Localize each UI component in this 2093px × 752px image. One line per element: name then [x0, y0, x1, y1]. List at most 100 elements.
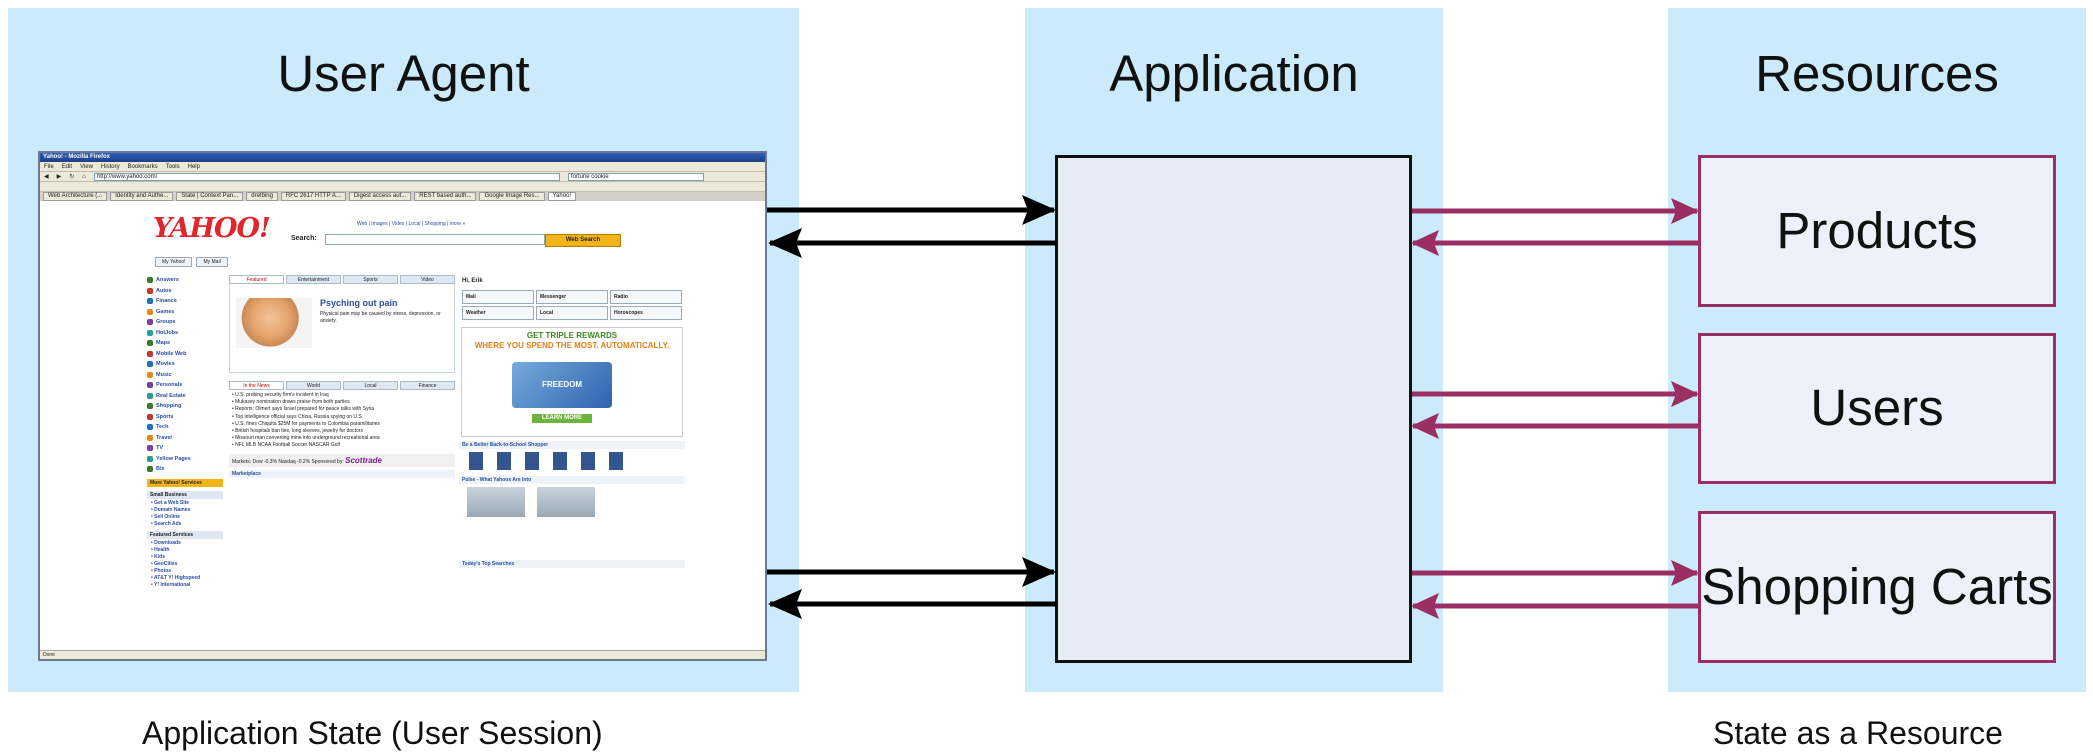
browser-tab[interactable]: State | Context Pan... [176, 192, 244, 201]
service-messenger[interactable]: Messenger [536, 290, 608, 304]
car-thumbnail[interactable] [537, 487, 595, 517]
forward-icon[interactable]: ▶ [56, 174, 62, 180]
browser-search-box[interactable]: fortune cookie [567, 172, 704, 181]
browser-tab-active[interactable]: Yahoo! [547, 192, 577, 201]
service-local[interactable]: Local [536, 306, 608, 320]
ad-learn-more-button[interactable]: LEARN MORE [532, 414, 592, 423]
featured-title[interactable]: Psyching out pain [320, 298, 398, 308]
browser-tab[interactable]: dretbing [246, 192, 278, 201]
featured-service-link[interactable]: • Downloads [151, 539, 181, 546]
small-business-link[interactable]: • Get a Web Site [151, 499, 190, 506]
reload-icon[interactable]: ↻ [69, 174, 75, 180]
small-business-link[interactable]: • Sell Online [151, 513, 180, 520]
browser-tab[interactable]: REST based auth... [414, 192, 477, 201]
users-resource: Users [1698, 333, 2056, 484]
left-nav-item[interactable]: Finance [145, 296, 225, 307]
yahoo-search-input[interactable] [325, 234, 545, 245]
news-item[interactable]: • Mukasey nomination draws praise from b… [232, 399, 350, 406]
menu-item[interactable]: History [100, 163, 120, 170]
tab-finance[interactable]: Finance [400, 381, 455, 390]
news-item[interactable]: • U.S. probing security firm's incident … [232, 392, 329, 398]
browser-tab[interactable]: Digest access aut... [348, 192, 412, 201]
browser-tab[interactable]: Web Architecture (... [43, 192, 108, 201]
left-nav-item[interactable]: Games [145, 307, 225, 318]
chase-ad[interactable]: GET TRIPLE REWARDS WHERE YOU SPEND THE M… [461, 327, 683, 437]
featured-service-link[interactable]: • Photos [151, 567, 172, 574]
left-nav-item[interactable]: Groups [145, 317, 225, 328]
product-thumbnail[interactable] [469, 452, 483, 470]
left-nav-item[interactable]: Real Estate [145, 391, 225, 402]
news-item[interactable]: • U.S. fines Chiquita $25M for payments … [232, 420, 380, 427]
browser-tab[interactable]: Identity and Authe... [110, 192, 174, 201]
my-mail-button[interactable]: My Mail [196, 257, 228, 267]
tab-featured[interactable]: Featured [229, 275, 284, 284]
featured-service-link[interactable]: • AT&T Y! Highspeed [151, 574, 201, 581]
address-bar[interactable]: http://www.yahoo.com/ [93, 172, 560, 181]
left-nav-item[interactable]: Travel [145, 433, 225, 444]
service-horoscopes[interactable]: Horoscopes [610, 306, 682, 320]
left-nav-item[interactable]: Personals [145, 380, 225, 391]
browser-tab[interactable]: RFC 2617 HTTP A... [280, 192, 346, 201]
pulse-heading[interactable]: Pulse - What Yahoos Are Into [459, 476, 685, 484]
featured-image[interactable] [236, 298, 312, 348]
left-nav-item[interactable]: Music [145, 370, 225, 381]
left-nav-item[interactable]: Sports [145, 412, 225, 423]
product-thumbnail[interactable] [609, 452, 623, 470]
featured-service-link[interactable]: • GeoCities [151, 560, 178, 567]
tab-sports[interactable]: Sports [343, 275, 398, 284]
menu-item[interactable]: View [80, 163, 93, 170]
product-thumbnail[interactable] [553, 452, 567, 470]
left-nav-item[interactable]: Mobile Web [145, 349, 225, 360]
left-nav-item[interactable]: Tech [145, 422, 225, 433]
featured-service-link[interactable]: • Health [151, 546, 170, 553]
yahoo-search-label: Search: [291, 235, 317, 242]
yahoo-search-tabs[interactable]: Web | Images | Video | Local | Shopping … [357, 221, 466, 227]
yahoo-search-button[interactable]: Web Search [545, 234, 621, 247]
news-item[interactable]: • Reports: Olmert says Israel prepared f… [232, 406, 375, 413]
browser-tab[interactable]: Google Image Res... [479, 192, 545, 201]
product-thumbnail[interactable] [525, 452, 539, 470]
car-thumbnail[interactable] [467, 487, 525, 517]
top-searches-heading[interactable]: Today's Top Searches [459, 560, 685, 568]
featured-service-link[interactable]: • Kids [151, 553, 165, 560]
menu-item[interactable]: Bookmarks [127, 163, 158, 170]
tab-local[interactable]: Local [343, 381, 398, 390]
featured-service-link[interactable]: • Y! International [151, 581, 191, 588]
news-item[interactable]: • Top intelligence official says China, … [232, 413, 364, 420]
tab-video[interactable]: Video [400, 275, 455, 284]
news-item[interactable]: • Missouri man converting mine into unde… [232, 435, 380, 442]
menu-item[interactable]: Edit [61, 163, 73, 170]
more-services-button[interactable]: More Yahoo! Services [147, 478, 223, 487]
service-radio[interactable]: Radio [610, 290, 682, 304]
news-item[interactable]: • British hospitals ban ties, long sleev… [232, 428, 363, 435]
menu-item[interactable]: Tools [165, 163, 180, 170]
shopper-heading[interactable]: Be a Better Back-to-School Shopper [459, 441, 685, 449]
menu-item[interactable]: File [44, 163, 54, 170]
small-business-link[interactable]: • Domain Names [151, 506, 191, 513]
small-business-link[interactable]: • Search Ads [151, 520, 182, 527]
left-nav-item[interactable]: HotJobs [145, 328, 225, 339]
left-nav-item[interactable]: TV [145, 443, 225, 454]
left-nav-label: Bix [156, 466, 165, 473]
left-nav-item[interactable]: Maps [145, 338, 225, 349]
home-icon[interactable]: ⌂ [82, 173, 86, 180]
my-yahoo-button[interactable]: My Yahoo! [155, 257, 193, 267]
left-nav-item[interactable]: Bix [145, 464, 225, 475]
left-nav-item[interactable]: Movies [145, 359, 225, 370]
product-thumbnail[interactable] [497, 452, 511, 470]
back-icon[interactable]: ◀ [44, 174, 49, 180]
tab-world[interactable]: World [286, 381, 341, 390]
sponsor-logo[interactable]: Scottrade [345, 455, 383, 465]
yahoo-logo[interactable]: YAHOO! [153, 213, 271, 244]
product-thumbnail[interactable] [581, 452, 595, 470]
news-item[interactable]: • NFL MLB NCAA Football Soccer NASCAR Go… [232, 442, 340, 449]
service-mail[interactable]: Mail [462, 290, 534, 304]
tab-in-the-news[interactable]: In the News [229, 381, 284, 390]
service-weather[interactable]: Weather [462, 306, 534, 320]
left-nav-item[interactable]: Answers [145, 275, 225, 286]
tab-entertainment[interactable]: Entertainment [286, 275, 341, 284]
left-nav-item[interactable]: Yellow Pages [145, 454, 225, 465]
left-nav-item[interactable]: Autos [145, 286, 225, 297]
menu-item[interactable]: Help [187, 163, 200, 170]
left-nav-item[interactable]: Shopping [145, 401, 225, 412]
